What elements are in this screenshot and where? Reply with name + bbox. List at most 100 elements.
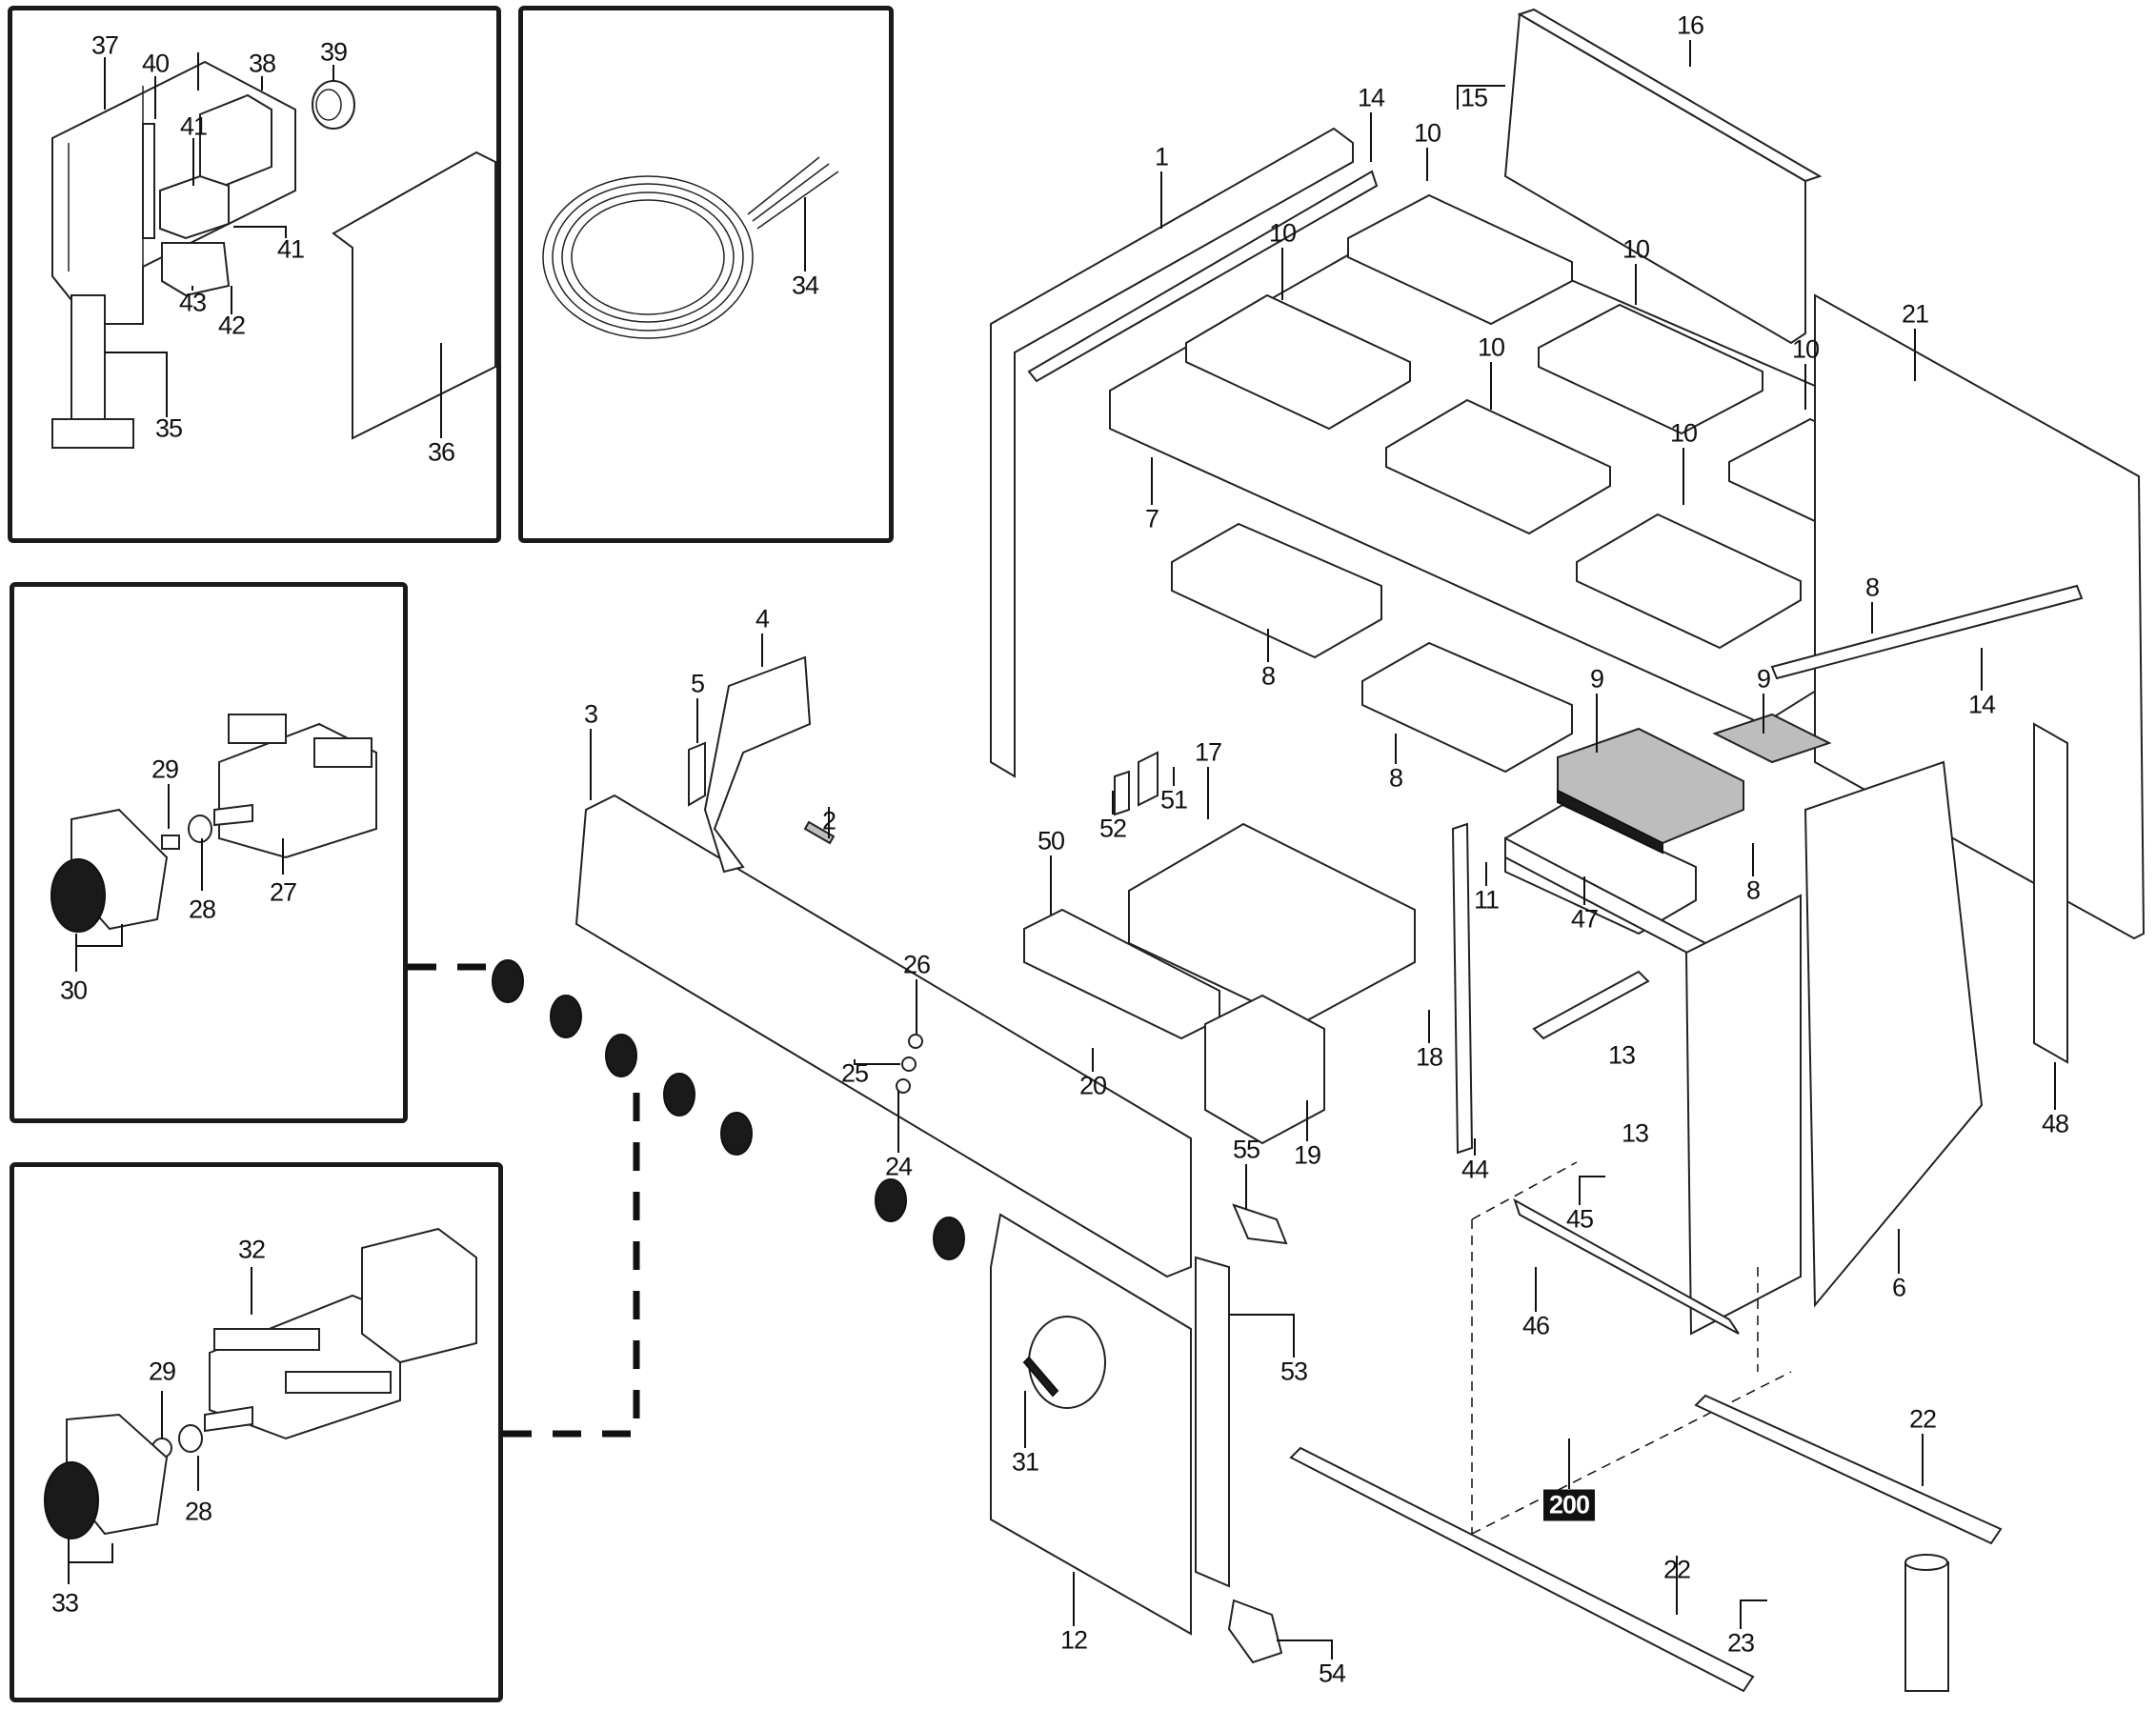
side-panel-6	[1803, 760, 1984, 1308]
part-number-callout: 10	[1413, 118, 1441, 148]
part-number-callout: 40	[141, 49, 170, 78]
knob	[663, 1073, 695, 1117]
part-number-callout: 44	[1461, 1155, 1489, 1184]
part-number-callout: 47	[1570, 904, 1599, 934]
part-number-callout: 25	[840, 1058, 869, 1088]
part-number-callout: 45	[1565, 1204, 1594, 1234]
knob	[933, 1217, 965, 1260]
part-number-callout: 10	[1268, 218, 1297, 248]
control-panel-3	[574, 794, 1192, 1278]
door-handle-plate	[1028, 1316, 1106, 1409]
part-number-callout: 28	[184, 1497, 212, 1526]
part-number-callout: 14	[1357, 83, 1385, 112]
part-number-callout: 38	[248, 49, 276, 78]
base-rail-22	[1289, 1446, 1755, 1693]
element-tray-8	[1361, 641, 1573, 774]
switch-housing	[361, 1227, 477, 1364]
part-number-callout: 8	[1745, 875, 1761, 905]
part-number-callout: 8	[1864, 573, 1880, 602]
base-rail-22	[1694, 1394, 2003, 1545]
part-number-callout: 18	[1415, 1042, 1443, 1072]
part-number-callout: 35	[154, 413, 183, 443]
part-number-callout: 19	[1293, 1140, 1321, 1170]
part-number-callout: 31	[1011, 1447, 1039, 1477]
part-number-callout: 50	[1037, 826, 1065, 855]
part-number-callout: 14	[1967, 690, 1996, 719]
washer-28	[188, 815, 212, 843]
bracket-5	[688, 741, 706, 807]
bracket-52	[1114, 770, 1130, 816]
part-number-callout: 20	[1078, 1071, 1107, 1100]
part-number-callout: 41	[179, 111, 208, 141]
terminal-block-41	[159, 174, 230, 240]
terminal-row	[313, 737, 373, 768]
floor-panel-46	[1513, 1197, 1740, 1335]
side-panel-1	[990, 127, 1354, 778]
hinge-54	[1227, 1599, 1283, 1664]
part-number-callout: 10	[1622, 234, 1650, 264]
base-plate-35	[51, 418, 134, 449]
part-number-callout: 8	[1260, 661, 1276, 691]
switch-shaft	[213, 803, 253, 827]
part-number-callout: 10	[1791, 334, 1820, 364]
switch-assembly-a	[50, 714, 377, 972]
junction-box-assembly	[51, 52, 496, 449]
insulation-9	[1712, 713, 1832, 764]
grommet-39	[312, 80, 355, 130]
part-number-callout: 16	[1676, 10, 1704, 40]
din-rail-40	[142, 123, 155, 239]
part-number-callout: 37	[91, 30, 119, 60]
part-number-callout: 10	[1669, 418, 1698, 448]
part-number-callout: 28	[188, 895, 216, 924]
terminal-row	[213, 1328, 320, 1351]
panel-48	[2033, 722, 2068, 1064]
rotary-switch-32	[209, 1294, 401, 1440]
side-strip-44	[1451, 822, 1474, 1155]
conduit-pipe-35	[71, 294, 106, 420]
part-number-callout: 33	[50, 1588, 79, 1618]
part-number-callout: 41	[276, 234, 305, 264]
part-number-callout: 53	[1279, 1357, 1308, 1386]
part-number-callout: 39	[319, 37, 348, 67]
part-number-callout: 23	[1726, 1628, 1755, 1658]
relay-51	[1138, 751, 1159, 807]
part-number-callout: 42	[217, 311, 246, 340]
knob	[492, 959, 524, 1003]
knob	[720, 1112, 753, 1156]
part-number-callout: 29	[151, 754, 179, 784]
part-number-callout: 51	[1159, 785, 1188, 815]
part-number-callout: 11	[1473, 885, 1500, 915]
part-number-callout: 54	[1318, 1659, 1346, 1688]
power-cable-34	[542, 156, 839, 339]
indicator-lamp	[908, 1034, 923, 1049]
hotplate-10	[1185, 293, 1411, 431]
bracket-4	[703, 655, 812, 874]
part-number-callout: 7	[1144, 504, 1159, 533]
part-number-callout: 24	[884, 1152, 913, 1181]
hotplate-10	[1347, 193, 1573, 326]
connector-to-inset-b	[503, 1086, 640, 1438]
part-number-callout: 34	[791, 271, 819, 300]
bracket-55	[1232, 1203, 1288, 1245]
hotplate-10	[1538, 303, 1763, 435]
part-number-callout: 30	[59, 976, 88, 1005]
rail-14	[1027, 170, 1379, 383]
knob	[605, 1034, 637, 1077]
part-number-callout: 26	[902, 950, 931, 979]
backguard-cap-16	[1517, 8, 1823, 183]
door-12	[990, 1213, 1192, 1636]
rail-13	[1532, 970, 1650, 1040]
part-number-callout: 13	[1621, 1118, 1649, 1148]
terminal-row	[285, 1371, 392, 1394]
part-number-callout: 17	[1194, 737, 1222, 767]
oven-wall-45	[1684, 894, 1802, 1336]
control-knob-30	[50, 858, 106, 933]
part-number-callout: 27	[269, 877, 297, 907]
part-number-callout: 12	[1059, 1625, 1088, 1655]
part-number-callout: 9	[1589, 664, 1604, 694]
part-number-callout: 2	[821, 806, 836, 835]
part-number-callout: 36	[427, 437, 455, 467]
part-number-callout: 10	[1477, 332, 1505, 362]
